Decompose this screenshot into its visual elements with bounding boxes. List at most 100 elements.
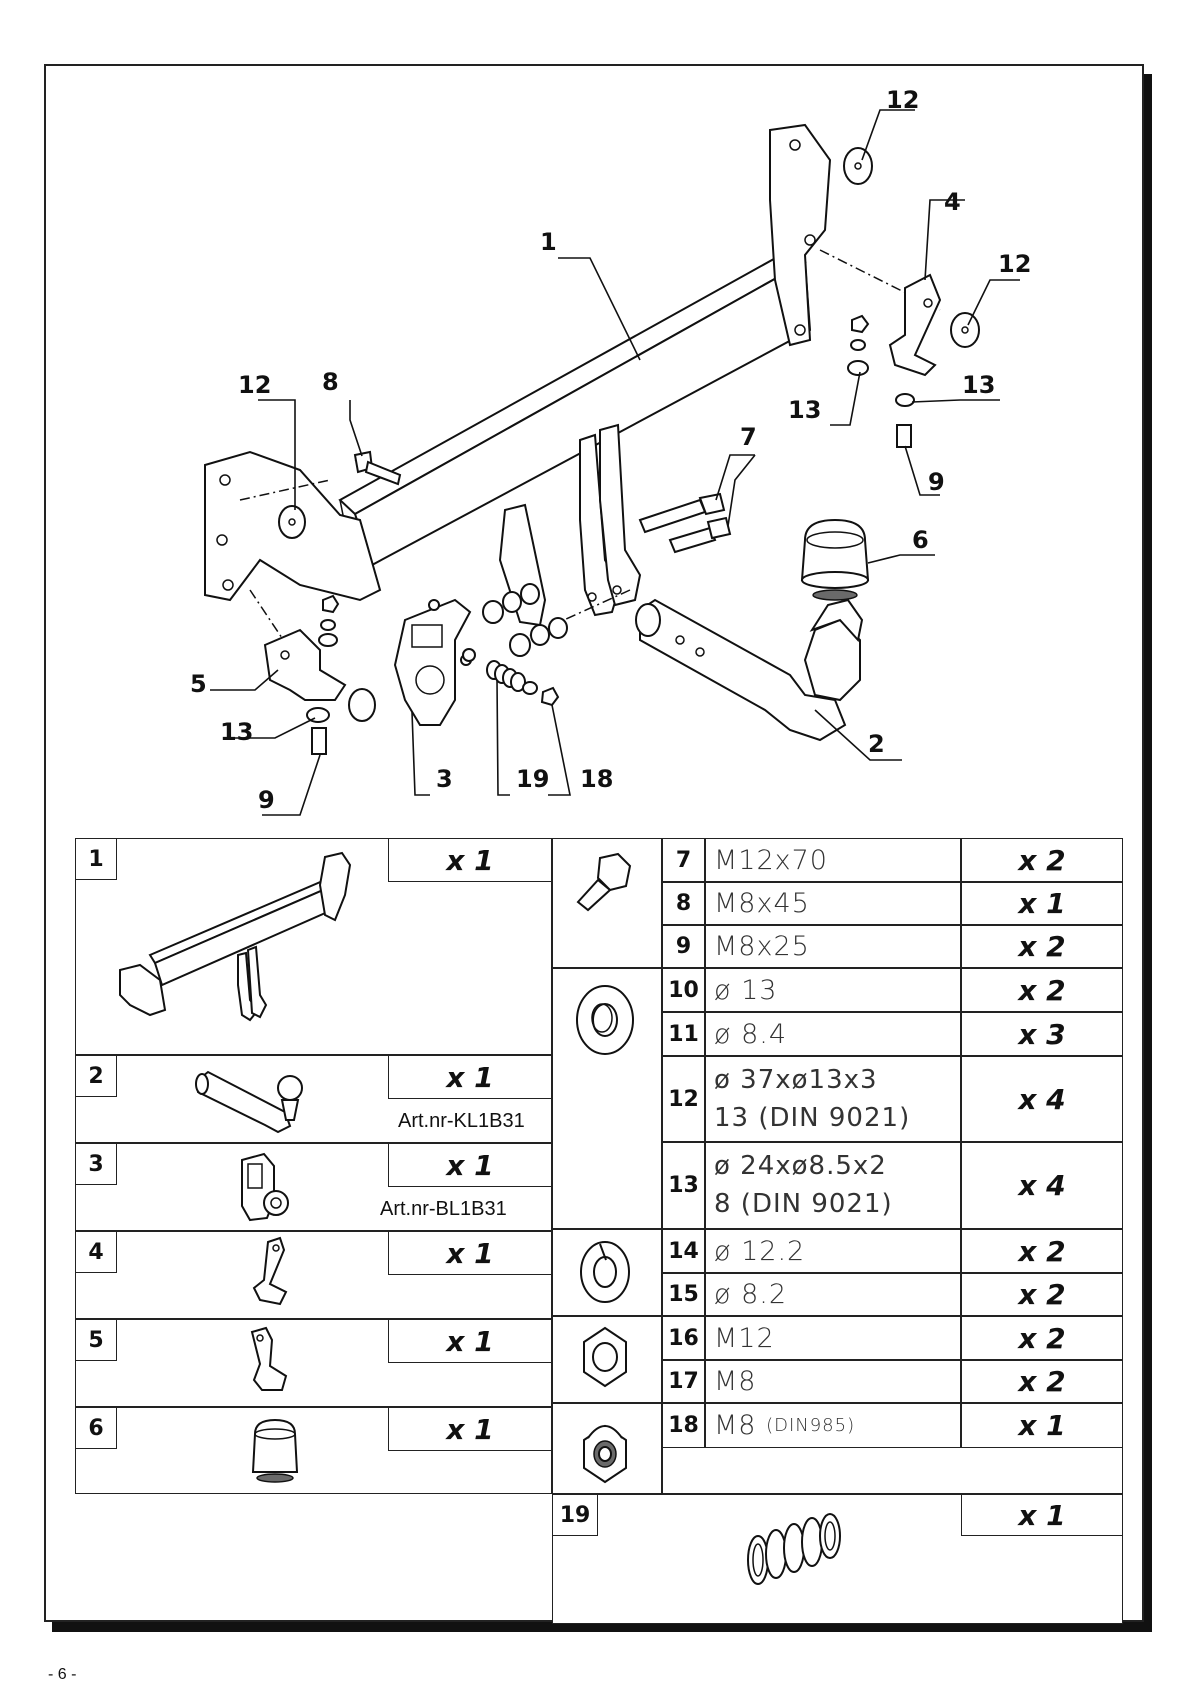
crossbar-icon <box>119 851 352 1022</box>
callout-12-right: 12 <box>998 250 1031 278</box>
crossbar-part-1 <box>204 123 832 627</box>
part-spec: M8x45 <box>705 882 961 925</box>
part-number: 16 <box>662 1316 705 1360</box>
part-quantity: x 4 <box>961 1142 1123 1229</box>
part-spec-line: ø 37xø13x3 <box>714 1065 878 1095</box>
part-quantity: x 1 <box>388 1407 552 1451</box>
callout-4: 4 <box>944 188 961 216</box>
part-spec: ø 24xø8.5x2 8 (DIN 9021) <box>705 1142 961 1229</box>
part-quantity: x 2 <box>961 925 1123 968</box>
bolt-icon <box>576 852 632 912</box>
page-number: - 6 - <box>48 1666 77 1683</box>
part-number: 14 <box>662 1229 705 1273</box>
callout-2: 2 <box>868 730 885 758</box>
callout-12-left: 12 <box>238 371 271 399</box>
part-number: 7 <box>662 838 705 882</box>
washer-icon <box>576 985 634 1055</box>
part-quantity: x 3 <box>961 1012 1123 1056</box>
part-spec-note: (DIN985) <box>766 1415 856 1436</box>
part-spec: ø 13 <box>705 968 961 1012</box>
part-quantity: x 2 <box>961 1360 1123 1403</box>
callout-6: 6 <box>912 526 929 554</box>
part-number: 15 <box>662 1273 705 1316</box>
callout-13-right: 13 <box>962 371 995 399</box>
spring-icon <box>747 1513 841 1585</box>
part-spec: M8 <box>705 1360 961 1403</box>
tow-ball-part-2 <box>635 598 864 742</box>
part-spec-line: 8 (DIN 9021) <box>714 1189 893 1219</box>
callout-9-left: 9 <box>258 786 275 814</box>
ball-cover-icon <box>251 1418 299 1483</box>
part-spec: M8 (DIN985) <box>705 1403 961 1448</box>
article-number: Art.nr-BL1B31 <box>380 1198 507 1220</box>
part-quantity: x 1 <box>388 838 552 882</box>
part-number: 17 <box>662 1360 705 1403</box>
spring-part-19 <box>486 660 526 692</box>
callout-1: 1 <box>540 228 557 256</box>
part-spec: ø 8.4 <box>705 1012 961 1056</box>
part-quantity: x 1 <box>961 1403 1123 1448</box>
hardware-row-blank <box>662 1448 1123 1494</box>
callout-7: 7 <box>740 423 757 451</box>
part-number: 13 <box>662 1142 705 1229</box>
part-quantity: x 1 <box>961 882 1123 925</box>
part-number: 2 <box>75 1055 117 1097</box>
part-number: 4 <box>75 1231 117 1273</box>
part-quantity: x 1 <box>388 1319 552 1363</box>
part-number: 18 <box>662 1403 705 1448</box>
part-quantity: x 1 <box>961 1494 1123 1536</box>
part-number: 8 <box>662 882 705 925</box>
part-spec: M12 <box>705 1316 961 1360</box>
callout-9-right: 9 <box>928 468 945 496</box>
callout-18: 18 <box>580 765 613 793</box>
lock-nut-part-18 <box>540 686 560 707</box>
ball-cover-part-6 <box>800 518 870 601</box>
hex-nut-icon <box>583 1326 627 1388</box>
callout-13-mid: 13 <box>788 396 821 424</box>
part-spec: M8x25 <box>705 925 961 968</box>
part-number: 12 <box>662 1056 705 1142</box>
bracket-left-icon <box>250 1326 288 1391</box>
part-quantity: x 4 <box>961 1056 1123 1142</box>
part-quantity: x 2 <box>961 1273 1123 1316</box>
part-number: 5 <box>75 1319 117 1361</box>
part-number: 6 <box>75 1407 117 1449</box>
spring-washer-icon <box>580 1241 630 1303</box>
part-quantity: x 1 <box>388 1055 552 1099</box>
callout-5: 5 <box>190 670 207 698</box>
lock-nut-icon <box>583 1424 627 1484</box>
tow-ball-icon <box>195 1070 303 1134</box>
part-spec-line: ø 24xø8.5x2 <box>714 1151 887 1181</box>
part-number: 3 <box>75 1143 117 1185</box>
part-spec: ø 12.2 <box>705 1229 961 1273</box>
part-quantity: x 1 <box>388 1143 552 1187</box>
bracket-part-5 <box>263 628 347 701</box>
callout-3: 3 <box>436 765 453 793</box>
part-number: 9 <box>662 925 705 968</box>
callout-13-left: 13 <box>220 718 253 746</box>
part-spec: ø 37xø13x3 13 (DIN 9021) <box>705 1056 961 1142</box>
part-number: 11 <box>662 1012 705 1056</box>
washer-12-right <box>950 312 980 348</box>
callout-19: 19 <box>516 765 549 793</box>
washer-12-left <box>278 505 306 539</box>
part-quantity: x 2 <box>961 1229 1123 1273</box>
part-quantity: x 2 <box>961 968 1123 1012</box>
callout-12-top: 12 <box>886 86 919 114</box>
washer-12-lower <box>348 688 376 722</box>
article-number: Art.nr-KL1B31 <box>398 1110 525 1132</box>
part-quantity: x 2 <box>961 1316 1123 1360</box>
part-spec: M12x70 <box>705 838 961 882</box>
exploded-view-drawing: 1 2 3 4 5 6 7 8 9 9 12 12 12 13 13 13 18… <box>190 86 1031 816</box>
part-spec: ø 8.2 <box>705 1273 961 1316</box>
part-quantity: x 1 <box>388 1231 552 1275</box>
socket-plate-icon <box>241 1152 289 1222</box>
part-spec-main: M8 <box>714 1410 757 1441</box>
washer-12-top <box>843 147 873 185</box>
part-number: 19 <box>552 1494 598 1536</box>
bracket-part-4 <box>888 273 942 377</box>
callout-8: 8 <box>322 368 339 396</box>
part-number: 10 <box>662 968 705 1012</box>
bracket-right-icon <box>252 1236 288 1306</box>
socket-plate-part-3 <box>393 598 472 726</box>
